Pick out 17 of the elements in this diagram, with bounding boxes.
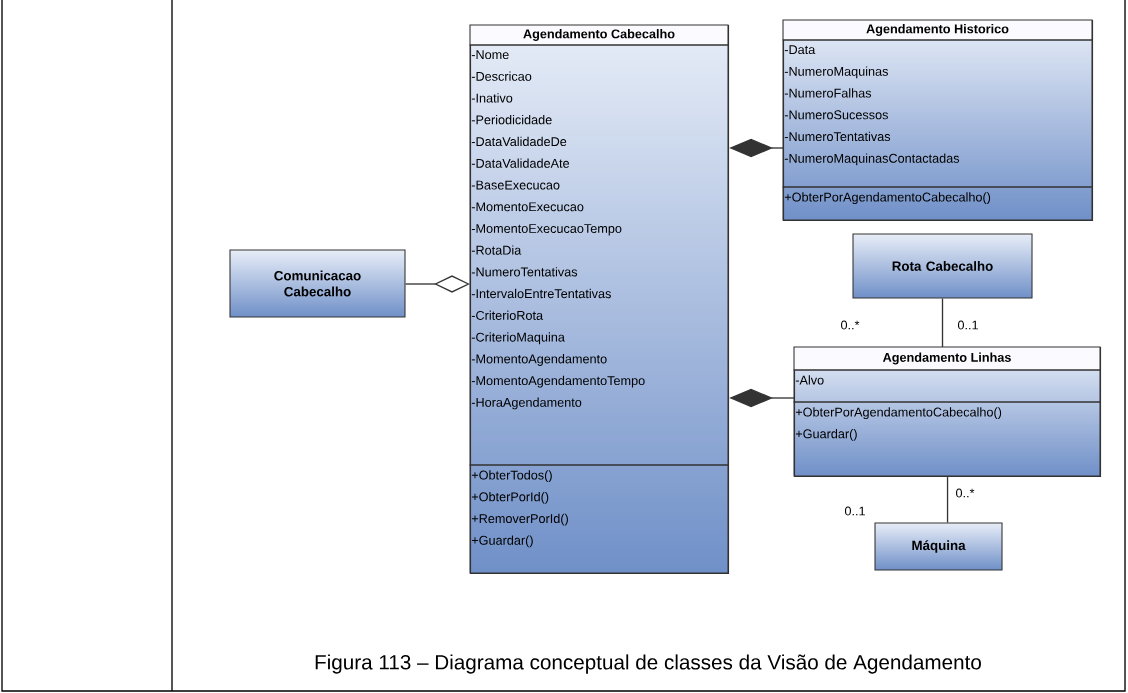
multiplicity-label: 0..* [956,488,975,498]
class-box: Rota Cabecalho [852,233,1033,299]
compartment: -Nome -Descricao -Inativo -Periodicidade -DataValidadeDe -DataValidadeAte -BaseExecucao -MomentoExecucao -MomentoExecucaoTempo -RotaDia -NumeroTentativas -IntervaloEntreTentativas -CriterioRota -CriterioMaquina -MomentoAgendamento -MomentoAgendamentoTempo -HoraAgendamento [469,44,729,466]
compartment: +ObterPorAgendamentoCabecalho() [782,186,1093,221]
compartment: +ObterPorAgendamentoCabecalho() +Guardar() [793,401,1101,477]
class-box: Máquina [874,522,1003,571]
class-box: Comunicacao Cabecalho [229,249,406,318]
multiplicity-label: 0..* [841,320,860,330]
multiplicity-label: 0..1 [844,506,865,516]
compartment: -Data -NumeroMaquinas -NumeroFalhas -NumeroSucessos -NumeroTentativas -NumeroMaquinasContactadas [782,39,1093,188]
multiplicity-label: 0..1 [957,320,978,330]
compartment: +ObterTodos() +ObterPorId() +RemoverPorId() +Guardar() [469,464,729,574]
compartment: -Alvo [793,369,1101,403]
association-line [946,476,949,524]
association-line [941,297,944,348]
association-line [404,275,470,293]
figure-caption: Figura 113 – Diagrama conceptual de classes da Visão de Agendamento [315,654,981,674]
